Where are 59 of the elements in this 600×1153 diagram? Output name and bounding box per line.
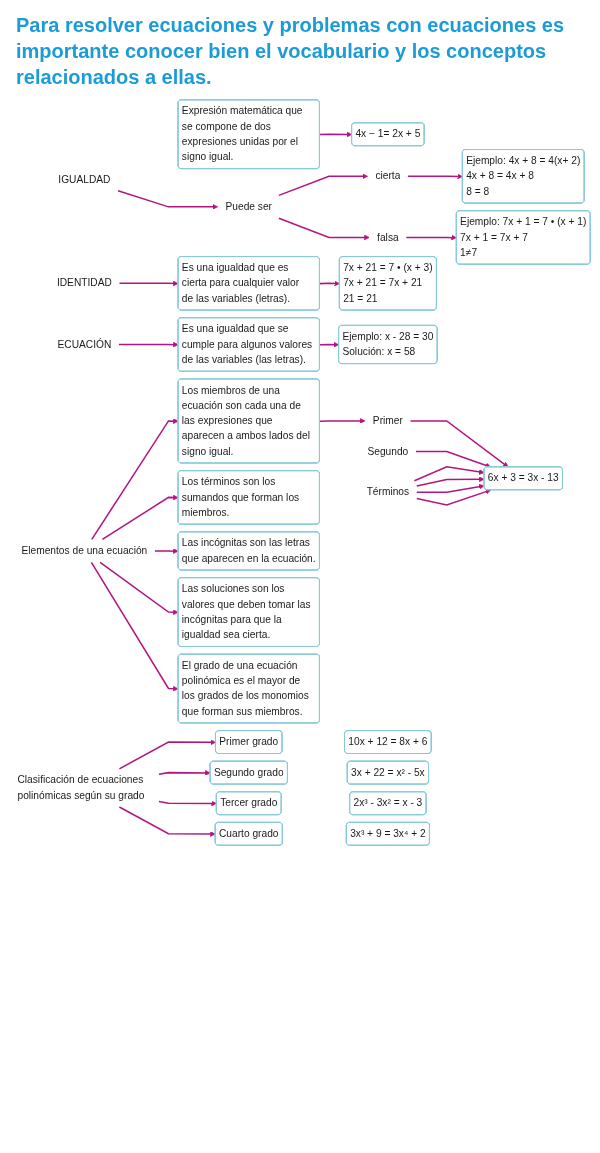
text-box: El grado de una ecuación polinómica es el mayor de los grados de los monomios que forman sus miembros. (177, 653, 320, 724)
arrow (158, 770, 211, 776)
arrow (118, 806, 216, 837)
text-box: Es una igualdad que se cumple para algunos valores de las variables (las letras). (177, 317, 320, 372)
text-label: ECUACIÓN (57, 338, 112, 350)
text-label: IDENTIDAD (56, 277, 112, 289)
text-box: Ejemplo: 4x + 8 = 4(x+ 2) 4x + 8 = 4x + 8 8 = 8 (461, 149, 585, 204)
text-box: Ejemplo: x - 28 = 30 Solución: x = 58 (338, 324, 438, 365)
text-label: Segundo (367, 445, 409, 457)
text-label: Clasificación de ecuaciones polinómicas según su grado (17, 774, 145, 801)
arrow (101, 494, 179, 541)
arrow (278, 173, 368, 197)
text-box: Primer grado (215, 730, 283, 754)
text-label: Términos (366, 486, 410, 498)
arrow (90, 561, 179, 692)
text-box: 7x + 21 = 7 • (x + 3) 7x + 21 = 7x + 21 21 = 21 (338, 256, 437, 311)
text-box: 3x + 22 = x² - 5x (346, 760, 429, 785)
arrow (319, 131, 353, 138)
text-box: Cuarto grado (214, 821, 283, 846)
arrow (405, 234, 457, 241)
arrow (409, 420, 509, 468)
arrow (117, 190, 219, 210)
arrow (416, 489, 491, 506)
text-box: 6x + 3 = 3x - 13 (483, 466, 563, 491)
arrow (118, 739, 217, 770)
text-box: 10x + 12 = 8x + 6 (344, 730, 432, 754)
text-box: Las soluciones son los valores que deben tomar las incógnitas para que la igualdad sea cierta. (177, 577, 320, 647)
arrow (319, 280, 340, 287)
text-label: Primer (372, 415, 403, 427)
text-box: 3x³ + 9 = 3x⁴ + 2 (345, 821, 430, 846)
title: Para resolver ecuaciones y problemas con ecuaciones es importante conocer bien el vocabulario y los conceptos relacionados a ellas. (15, 13, 566, 90)
arrow (319, 418, 366, 424)
text-label: Elementos de una ecuación (21, 545, 148, 556)
text-box: Los términos son los sumandos que forman los miembros. (177, 470, 320, 525)
arrow (91, 418, 179, 541)
text-box: Segundo grado (209, 760, 288, 785)
text-box: Tercer grado (215, 791, 282, 816)
arrow (416, 483, 485, 494)
arrow (154, 548, 179, 554)
arrow (118, 280, 179, 287)
arrow (415, 450, 491, 469)
arrow (158, 800, 217, 807)
text-label: Puede ser (225, 201, 272, 212)
arrow (99, 561, 179, 615)
text-box: Expresión matemática que se compone de dos expresiones unidas por el signo igual. (177, 99, 320, 170)
text-label: falsa (377, 231, 399, 243)
text-label: cierta (375, 170, 401, 182)
arrow (407, 173, 463, 180)
arrow (278, 217, 370, 241)
arrow (413, 466, 485, 482)
text-box: Las incógnitas son las letras que aparecen en la ecuación. (177, 531, 320, 571)
arrow (416, 476, 485, 487)
text-box: 4x − 1= 2x + 5 (351, 122, 425, 147)
text-box: Los miembros de una ecuación son cada una de las expresiones que aparecen a ambos lados del signo igual. (177, 378, 320, 464)
text-box: 2x³ - 3x² = x - 3 (349, 791, 427, 816)
arrow (118, 341, 179, 348)
text-label: IGUALDAD (58, 174, 111, 186)
text-box: Es una igualdad que es cierta para cualquier valor de las variables (letras). (177, 256, 320, 311)
text-box: Ejemplo: 7x + 1 = 7 • (x + 1) 7x + 1 = 7x + 7 1≠7 (455, 210, 591, 265)
